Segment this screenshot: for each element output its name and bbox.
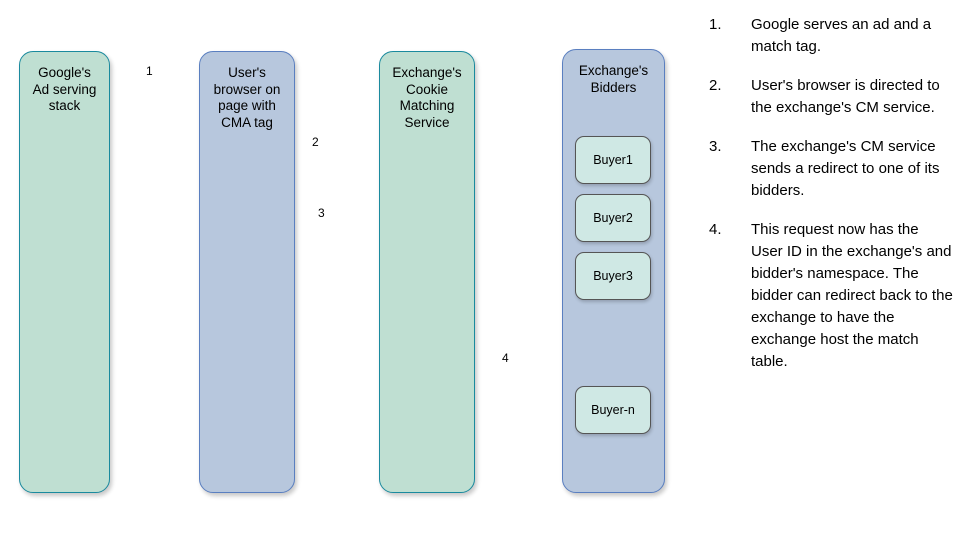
buyer-box-buyer3[interactable]: Buyer3 bbox=[575, 252, 651, 300]
buyer-label-buyer1: Buyer1 bbox=[593, 153, 633, 167]
arrow-label-2: 2 bbox=[312, 135, 319, 149]
step-text-4: This request now has the User ID in the … bbox=[751, 221, 953, 370]
buyer-box-buyer1[interactable]: Buyer1 bbox=[575, 136, 651, 184]
lane-label-exchange-cookie-matching-service: Exchange's Cookie Matching Service bbox=[392, 65, 462, 130]
steps-list: 1. Google serves an ad and a match tag. … bbox=[709, 14, 954, 390]
lane-exchange-cookie-matching-service: Exchange's Cookie Matching Service bbox=[379, 51, 475, 493]
step-number-1: 1. bbox=[709, 16, 722, 33]
step-text-2: User's browser is directed to the exchan… bbox=[751, 77, 940, 116]
step-text-3: The exchange's CM service sends a redire… bbox=[751, 138, 940, 199]
step-number-2: 2. bbox=[709, 77, 722, 94]
lane-label-user-browser: User's browser on page with CMA tag bbox=[213, 65, 281, 130]
step-number-4: 4. bbox=[709, 221, 722, 238]
buyer-label-buyer3: Buyer3 bbox=[593, 269, 633, 283]
list-item: 2. User's browser is directed to the exc… bbox=[709, 75, 954, 119]
step-text-1: Google serves an ad and a match tag. bbox=[751, 16, 932, 55]
buyer-label-buyer-n: Buyer-n bbox=[591, 403, 635, 417]
lane-label-google-ad-serving-stack: Google's Ad serving stack bbox=[32, 65, 97, 113]
list-item: 3. The exchange's CM service sends a red… bbox=[709, 136, 954, 202]
buyer-box-buyer2[interactable]: Buyer2 bbox=[575, 194, 651, 242]
lane-label-exchange-bidders: Exchange's Bidders bbox=[578, 63, 649, 95]
arrow-label-1: 1 bbox=[146, 64, 153, 78]
step-number-3: 3. bbox=[709, 138, 722, 155]
arrow-label-3: 3 bbox=[318, 206, 325, 220]
arrow-label-4: 4 bbox=[502, 351, 509, 365]
list-item: 1. Google serves an ad and a match tag. bbox=[709, 14, 954, 58]
lane-user-browser: User's browser on page with CMA tag bbox=[199, 51, 295, 493]
buyer-label-buyer2: Buyer2 bbox=[593, 211, 633, 225]
list-item: 4. This request now has the User ID in t… bbox=[709, 219, 954, 373]
lane-google-ad-serving-stack: Google's Ad serving stack bbox=[19, 51, 110, 493]
buyer-box-buyer-n[interactable]: Buyer-n bbox=[575, 386, 651, 434]
